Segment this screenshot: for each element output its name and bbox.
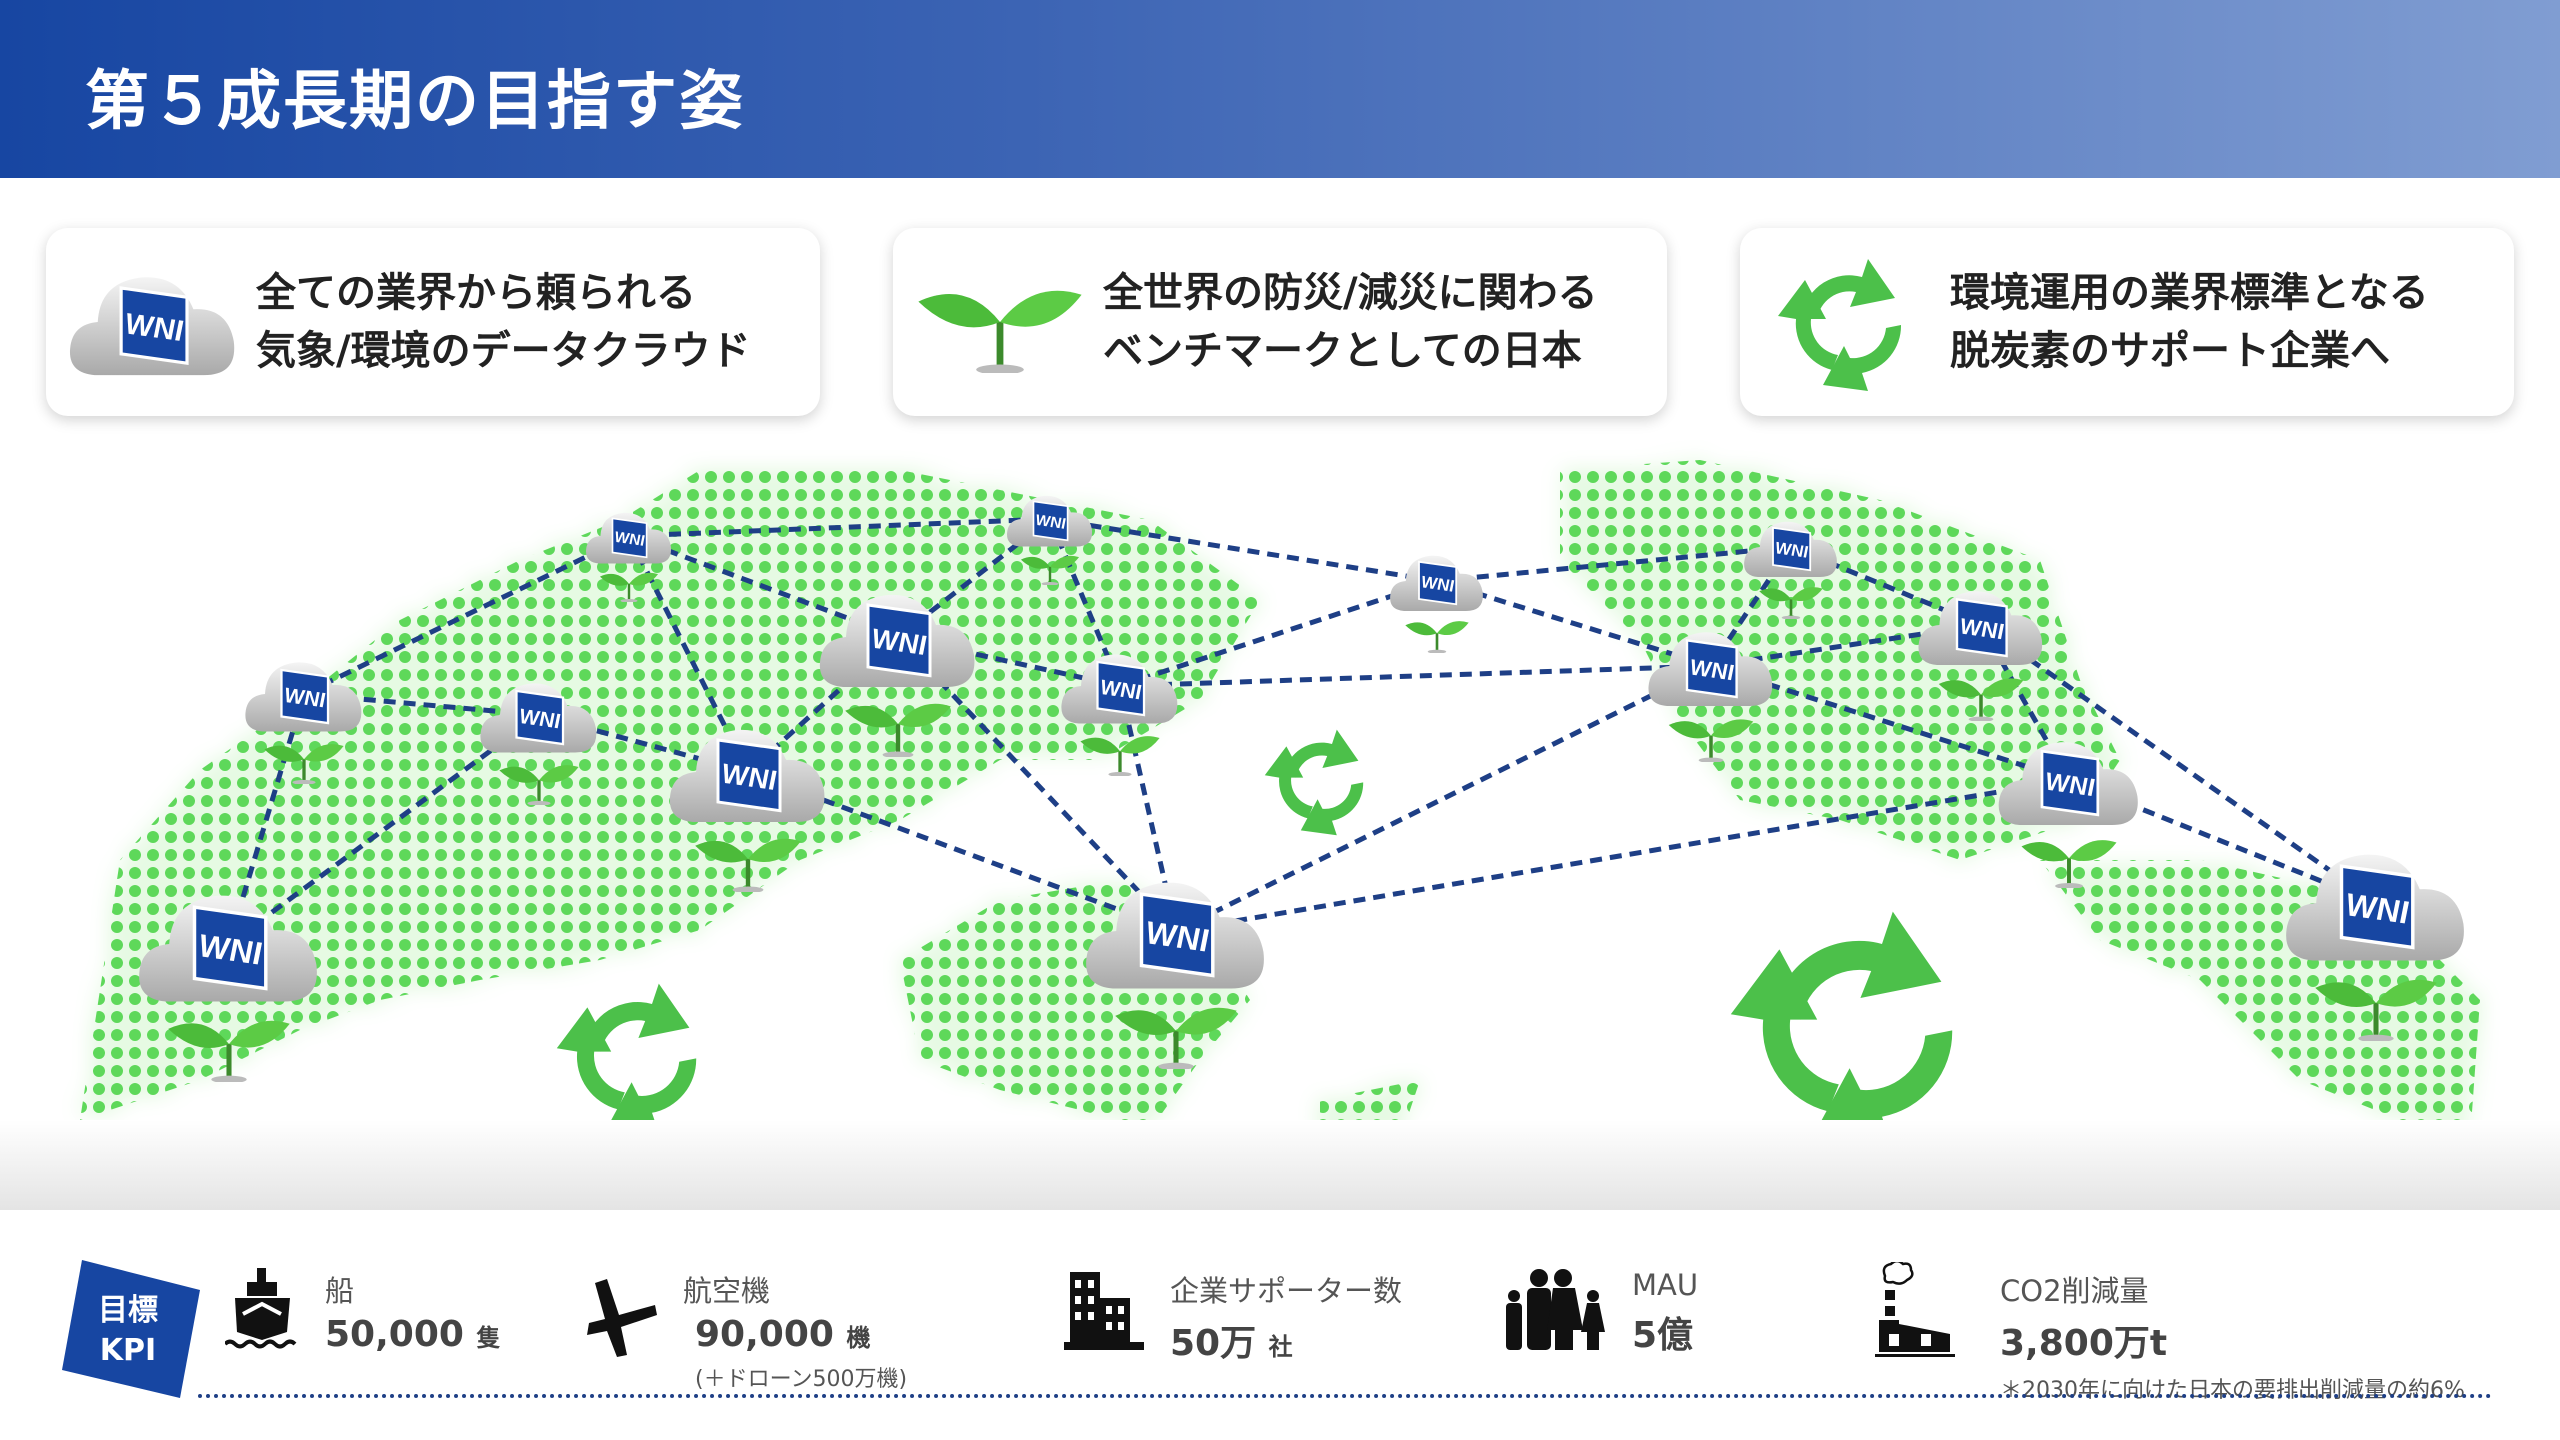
card-line1: 全ての業界から頼られる [256,270,696,316]
network-link [1175,777,2070,934]
sprout-icon [915,247,1085,397]
page-title: 第５成長期の目指す姿 [85,65,745,139]
wni-cloud-icon [68,247,238,397]
wni-cloud-node-icon [1389,554,1484,612]
recycle-icon [1264,729,1364,836]
kpi-value: 5億 [1632,1315,1694,1356]
ship-icon [225,1268,297,1349]
kpi-supporters: 企業サポーター数 50万 社 [1170,1268,1402,1366]
building-icon [1064,1272,1144,1350]
header-banner: 第５成長期の目指す姿 [0,0,2560,178]
kpi-badge-line2: KPI [100,1333,156,1368]
card-line2: 気象/環境のデータクラウド [256,328,751,374]
kpi-co2: CO2削減量 3,800万t ＊2030年に向けた日本の要排出削減量の約6% [2000,1268,2465,1404]
card-line2: ベンチマークとしての日本 [1103,328,1582,374]
network-link [1979,622,2378,906]
sprout-icon [1404,619,1470,653]
network-link [1119,578,1438,689]
goal-card-disaster: 全世界の防災/減災に関わるベンチマークとしての日本 [893,228,1667,416]
kpi-aircraft: 航空機 90,000 機 (＋ドローン500万機) [683,1268,907,1393]
goal-card-data-cloud: 全ての業界から頼られる気象/環境のデータクラウド [46,228,820,416]
world-network-map [80,460,2480,1150]
network-link [747,769,1177,934]
goal-card-decarbon: 環境運用の業界標準となる脱炭素のサポート企業へ [1740,228,2514,416]
family-icon [1506,1269,1605,1350]
kpi-badge-line1: 目標 [98,1293,158,1328]
kpi-value: 3,800万t [2000,1323,2168,1364]
recycle-icon [556,983,697,1134]
recycle-icon [1730,911,1953,1150]
wni-cloud-node-icon [2284,852,2466,963]
kpi-unit: 機 [846,1324,871,1352]
network-link [227,712,541,947]
card-line2: 脱炭素のサポート企業へ [1950,328,2390,374]
network-link [628,516,1051,539]
kpi-label: CO2削減量 [2000,1274,2149,1308]
map-floor-shadow [0,1120,2560,1210]
card-line1: 全世界の防災/減災に関わる [1103,270,1598,316]
kpi-divider [198,1394,2493,1398]
kpi-value: 90,000 [695,1314,834,1355]
kpi-label: 企業サポーター数 [1170,1274,1403,1308]
kpi-note: ＊2030年に向けた日本の要排出削減量の約6% [2000,1378,2465,1403]
network-link [1049,516,1438,584]
kpi-bar [0,1210,2560,1440]
kpi-mau: MAU 5億 [1632,1268,1698,1358]
kpi-label: MAU [1632,1268,1699,1302]
kpi-ships: 船 50,000 隻 [325,1268,500,1355]
factory-icon [1875,1262,1955,1357]
kpi-note: (＋ドローン500万機) [695,1367,908,1392]
kpi-badge: 目標 KPI [62,1260,200,1398]
network-link [2068,777,2377,906]
network-link [226,693,307,945]
network-link [1174,663,1713,934]
kpi-value: 50万 [1170,1323,1257,1364]
kpi-unit: 社 [1268,1333,1293,1361]
kpi-label: 航空機 [683,1274,771,1308]
network-link [628,533,899,640]
network-link [302,533,631,697]
airplane-icon [587,1279,657,1357]
kpi-value: 50,000 [325,1314,464,1355]
card-line1: 環境運用の業界標準となる [1950,270,2429,316]
recycle-icon [1762,247,1932,397]
kpi-label: 船 [325,1274,355,1308]
continents [80,460,2480,1140]
kpi-unit: 隻 [476,1324,501,1352]
